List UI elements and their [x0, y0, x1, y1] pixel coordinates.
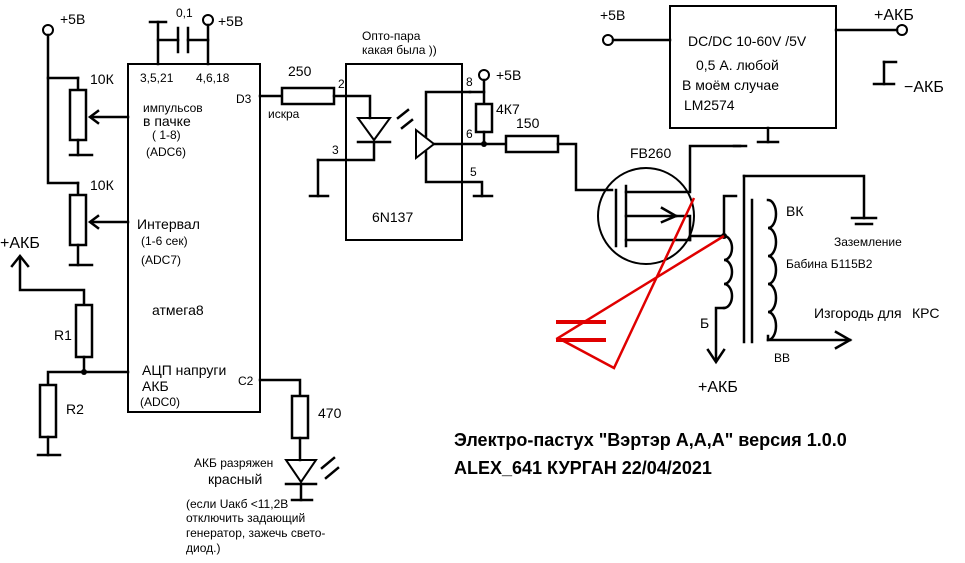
label-coil: Бабина Б115В2: [786, 257, 873, 271]
led-note-line2: отключить задающий: [186, 511, 305, 525]
battery-divider: +АКБ R1 R2: [0, 235, 130, 457]
mcu-pulses-line2: в пачке: [143, 113, 191, 129]
led-label-line1: АКБ разряжен: [194, 456, 273, 470]
opto-pin2: 2: [338, 77, 345, 91]
opto-pin8: 8: [466, 75, 473, 89]
label-coil-b: Б: [700, 315, 709, 331]
mcu-pin-d3: D3: [236, 92, 252, 106]
label-r470: 470: [318, 405, 342, 421]
led-label-line2: красный: [208, 471, 262, 487]
optocoupler-6n137: Опто-пара какая была )) 2 3 8 6 5 6N137: [308, 29, 494, 241]
coil-secondary: [766, 198, 778, 342]
potentiometer-body: [68, 88, 88, 142]
pullup-resistor-4k7: +5В 4К7: [468, 67, 521, 147]
gate-resistor-150: 150: [482, 115, 614, 192]
label-r1: R1: [54, 327, 72, 343]
mcu-interval-line2: (1-6 сек): [141, 234, 188, 248]
decoupling-capacitor: 0,1 +5В: [148, 6, 243, 66]
coil-primary: [722, 234, 734, 310]
mcu-vcc-pins: 4,6,18: [196, 71, 230, 85]
mcu-adc-line1: АЦП напруги: [142, 362, 226, 378]
label-plus5v-cap: +5В: [218, 13, 243, 29]
label-pot1-value: 10К: [90, 71, 115, 87]
label-coil-bb: ВВ: [774, 351, 790, 365]
label-r150: 150: [516, 115, 540, 131]
terminal-plus5v-opto: [478, 69, 490, 81]
footer-title: Электро-пастух "Вэртэр А,А,А" версия 1.0…: [454, 430, 847, 450]
label-r250: 250: [288, 63, 312, 79]
led-note-line1: (если Uакб <11,2В: [186, 497, 288, 511]
led-icon: [284, 459, 318, 484]
resistor-r2: [38, 383, 58, 439]
dcdc-converter: DC/DC 10-60V /5V 0,5 А. любой В моём слу…: [600, 5, 944, 144]
opto-body: [345, 63, 463, 241]
label-plus-akb-dcdc: +АКБ: [874, 7, 914, 24]
dcdc-line4: LM2574: [684, 97, 735, 113]
resistor-470: [290, 394, 310, 440]
mcu-pin-c2: C2: [238, 374, 254, 388]
mosfet-fb260: FB260: [597, 144, 748, 265]
label-r2: R2: [66, 401, 84, 417]
opto-title-line2: какая была )): [362, 43, 437, 57]
mcu-name: атмега8: [152, 302, 204, 318]
label-mosfet: FB260: [630, 145, 671, 161]
potentiometer-body: [68, 193, 88, 247]
label-fence-krs: КРС: [912, 305, 939, 321]
terminal-plus5v-cap: [202, 14, 214, 26]
mcu-adc-line2: АКБ: [142, 378, 169, 394]
label-plus-akb-left: +АКБ: [0, 235, 40, 252]
mosfet-body: [597, 167, 695, 265]
mcu-atmega8: 3,5,21 4,6,18 D3 C2 импульсов в пачке ( …: [127, 63, 261, 413]
label-coil-bk: ВК: [786, 203, 804, 219]
mcu-interval-adc: (ADC7): [141, 253, 181, 267]
label-pot2-value: 10К: [90, 177, 115, 193]
mcu-pulses-adc: (ADC6): [146, 145, 186, 159]
potentiometer-interval: 10К: [68, 177, 130, 267]
dcdc-line2: 0,5 А. любой: [696, 57, 779, 73]
label-fence: Изгородь для: [814, 305, 902, 321]
dcdc-body: [669, 5, 837, 129]
label-plus5v-left: +5В: [60, 11, 85, 27]
label-plus5v-opto: +5В: [496, 67, 521, 83]
resistor-250: [280, 86, 336, 106]
mcu-adc-line3: (ADC0): [140, 395, 180, 409]
red-capacitor-annotation: [555, 197, 725, 370]
low-battery-led: 470 АКБ разряжен красный (если Uакб <11,…: [186, 378, 342, 555]
junction-dot: [81, 369, 87, 375]
opto-pin5: 5: [470, 165, 477, 179]
plus5v-rail-left: +5В: [42, 11, 85, 185]
opto-pin3: 3: [332, 143, 339, 157]
label-spark: искра: [268, 107, 300, 121]
terminal-plus5v-left: [42, 24, 54, 36]
dcdc-line3: В моём случае: [682, 77, 779, 93]
mcu-pulses-line1: импульсов: [143, 101, 203, 115]
label-plus5v-dcdc: +5В: [600, 7, 625, 23]
resistor-150: [504, 134, 560, 154]
label-minus-akb: −АКБ: [904, 79, 944, 96]
label-plus-akb-coil: +АКБ: [698, 379, 738, 396]
resistor-4k7: [474, 102, 494, 134]
opto-title-line1: Опто-пара: [362, 29, 421, 43]
mcu-gnd-pins: 3,5,21: [140, 71, 174, 85]
opto-led-icon: [356, 117, 392, 142]
spark-resistor-250: 250 искра: [258, 63, 372, 121]
dcdc-line1: DC/DC 10-60V /5V: [688, 33, 807, 49]
opto-pin6: 6: [466, 127, 473, 141]
label-cap-value: 0,1: [176, 6, 193, 20]
mcu-interval-line1: Интервал: [137, 216, 200, 232]
opto-part: 6N137: [372, 209, 413, 225]
mcu-pulses-line3: ( 1-8): [152, 128, 181, 142]
ignition-coil: Заземление ВК Бабина Б115В2 Б +АКБ ВВ Из…: [698, 174, 939, 396]
terminal-plus5v-dcdc: [602, 34, 614, 46]
led-note-line4: диод.): [186, 541, 220, 555]
mcu-body: [127, 63, 261, 413]
footer-author: ALEX_641 КУРГАН 22/04/2021: [454, 458, 712, 478]
terminal-plus-akb: [896, 24, 908, 36]
label-r4k7: 4К7: [496, 101, 520, 117]
resistor-r1: [74, 303, 94, 359]
label-ground: Заземление: [834, 235, 902, 249]
potentiometer-pulses: 10К: [68, 71, 130, 157]
led-note-line3: генератор, зажечь свето-: [186, 526, 325, 540]
